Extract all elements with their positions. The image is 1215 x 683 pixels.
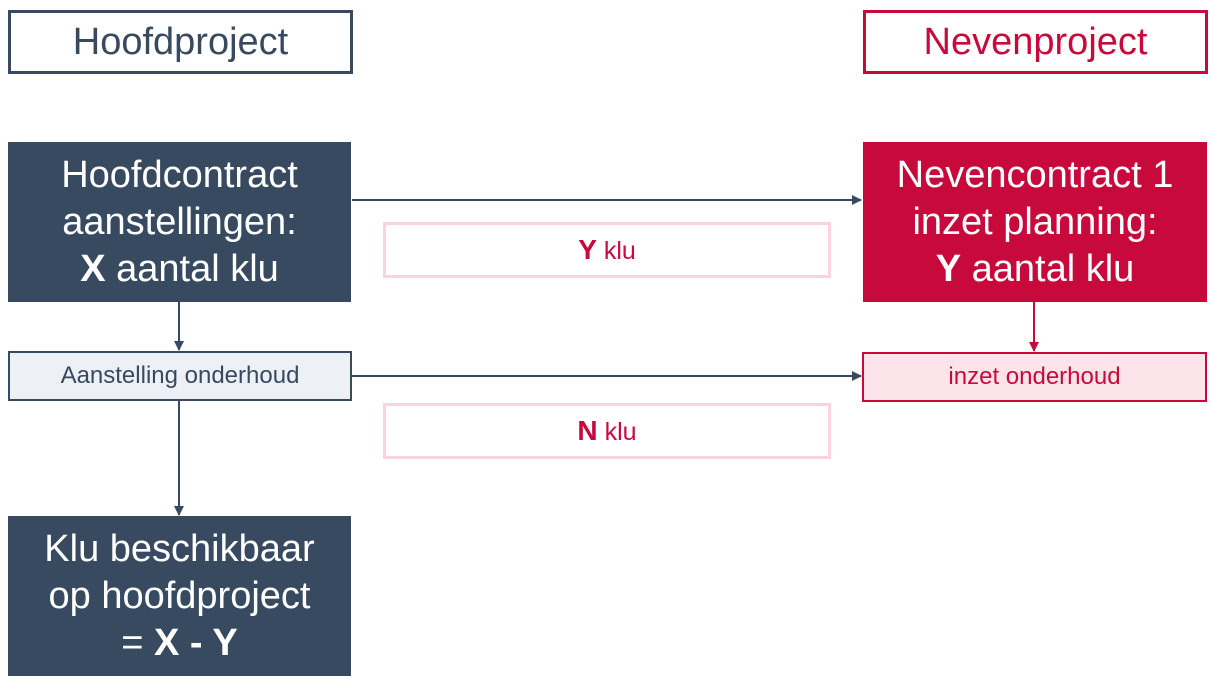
available-line2: op hoofdproject <box>48 574 311 617</box>
side-contract-line1: Nevencontract 1 <box>896 153 1174 196</box>
side-contract-box: Nevencontract 1 inzet planning: Y aantal… <box>863 142 1207 302</box>
side-maintenance-box: inzet onderhoud <box>862 352 1207 402</box>
main-contract-box: Hoofdcontract aanstellingen: X aantal kl… <box>8 142 351 302</box>
main-contract-line3: X aantal klu <box>80 246 279 293</box>
transfer-contract-label: Y klu <box>383 222 831 278</box>
side-contract-line3: Y aantal klu <box>936 246 1135 293</box>
main-contract-line2: aanstellingen: <box>62 200 297 243</box>
side-contract-line2: inzet planning: <box>912 200 1158 243</box>
side-project-header: Nevenproject <box>863 10 1208 74</box>
transfer-contract-unit: klu <box>596 237 636 265</box>
main-contract-var: X <box>80 247 106 290</box>
available-line3: = X - Y <box>121 620 238 667</box>
available-eq: = <box>121 621 154 664</box>
main-contract-line1: Hoofdcontract <box>61 153 298 196</box>
main-maintenance-box: Aanstelling onderhoud <box>8 351 352 401</box>
transfer-maintenance-label: N klu <box>383 403 831 459</box>
side-contract-rest: aantal klu <box>961 247 1135 290</box>
main-project-header: Hoofdproject <box>8 10 353 74</box>
side-maintenance-label: inzet onderhoud <box>948 363 1121 390</box>
transfer-maintenance-var: N <box>577 415 598 446</box>
transfer-maintenance-unit: klu <box>597 418 637 446</box>
side-contract-var: Y <box>935 247 962 290</box>
side-project-header-label: Nevenproject <box>923 20 1148 63</box>
main-project-header-label: Hoofdproject <box>72 20 289 63</box>
available-formula: X - Y <box>153 621 238 664</box>
available-line1: Klu beschikbaar <box>44 527 315 570</box>
transfer-contract-var: Y <box>578 234 597 265</box>
main-maintenance-label: Aanstelling onderhoud <box>60 362 300 389</box>
available-box: Klu beschikbaar op hoofdproject = X - Y <box>8 516 351 676</box>
main-contract-rest: aantal klu <box>105 247 279 290</box>
